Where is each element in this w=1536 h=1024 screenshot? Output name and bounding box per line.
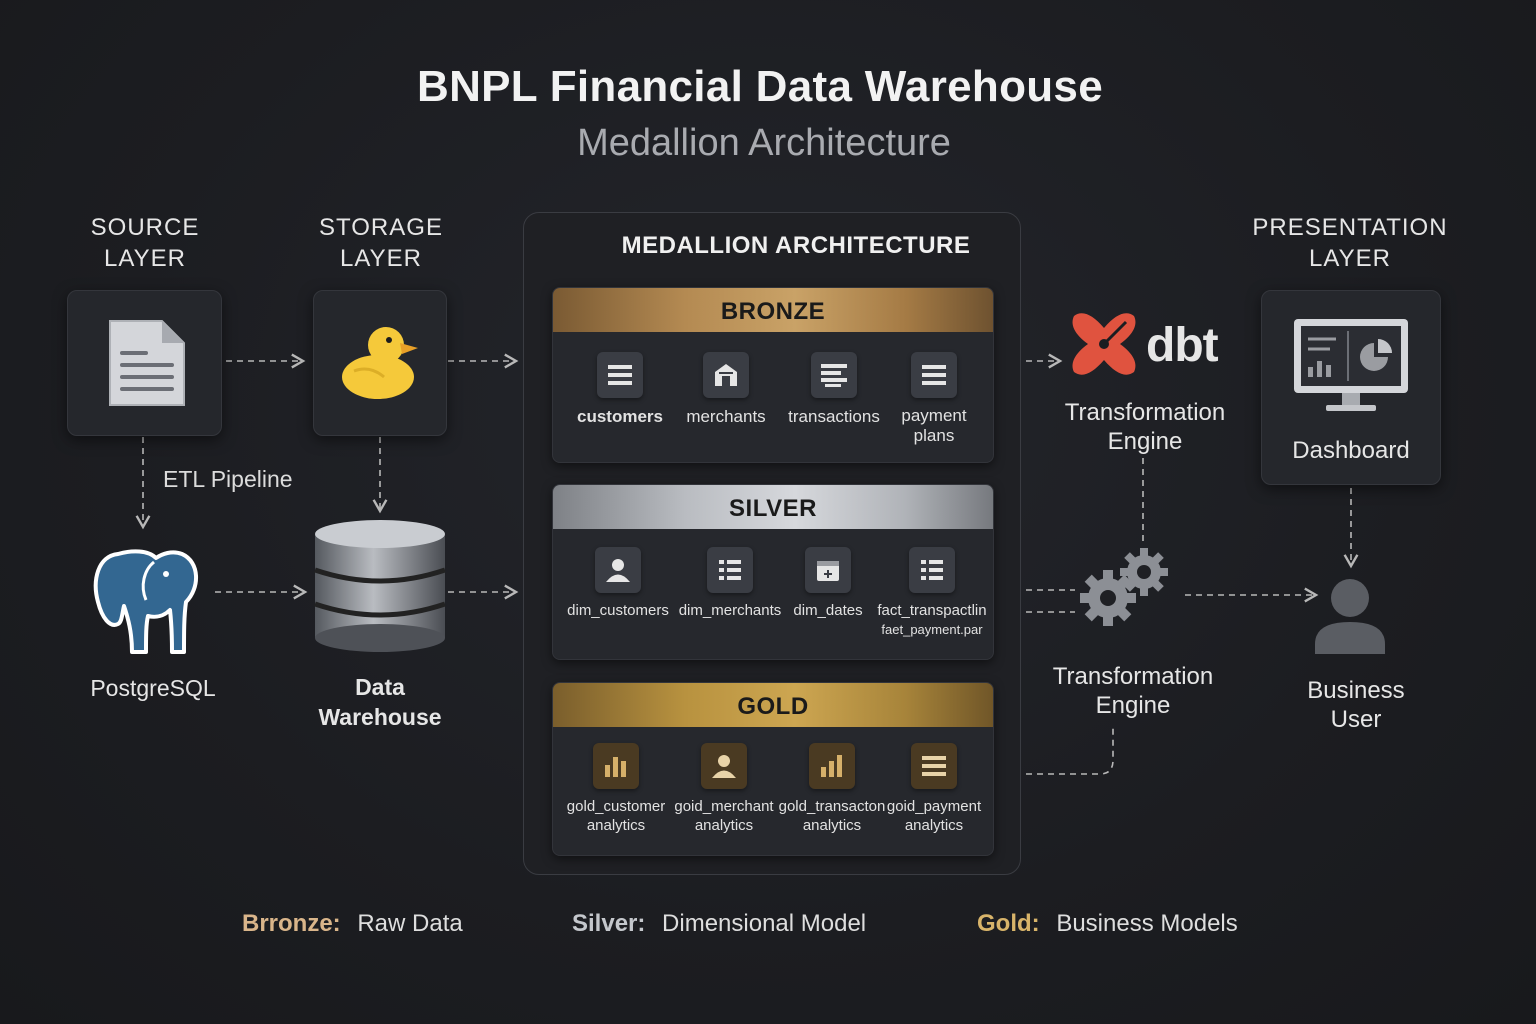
bronze-item-payment-plans[interactable]: payment plans <box>879 352 989 446</box>
postgresql-elephant-icon[interactable] <box>88 540 206 660</box>
data-warehouse-label: Data Warehouse <box>318 674 442 730</box>
list-icon <box>911 352 957 398</box>
list-icon <box>707 547 753 593</box>
duck-icon <box>338 321 422 405</box>
dbt-logo-icon[interactable] <box>1068 308 1140 380</box>
silver-item-dim-merchants[interactable]: dim_merchants <box>675 547 785 620</box>
legend-gold: Gold: Business Models <box>977 910 1238 937</box>
page-title: BNPL Financial Data Warehouse <box>417 62 1103 111</box>
dbt-wordmark: dbt <box>1146 319 1219 372</box>
page-subtitle: Medallion Architecture <box>577 122 951 164</box>
gears-icon[interactable] <box>1078 546 1174 632</box>
medallion-title: MEDALLION ARCHITECTURE <box>621 232 971 259</box>
silver-item-dim-dates[interactable]: dim_dates <box>773 547 883 620</box>
duckdb-card[interactable] <box>313 290 447 436</box>
gold-item-transaction-analytics[interactable]: gold_transacton analytics <box>777 743 887 835</box>
list-icon <box>909 547 955 593</box>
transformation-engine-top-label: Transformation Engine <box>1064 399 1226 455</box>
silver-band: SILVER <box>553 485 993 529</box>
storage-layer-heading: STORAGE LAYER <box>319 214 443 272</box>
source-file-card[interactable] <box>67 290 222 436</box>
gold-band: GOLD <box>553 683 993 727</box>
legend-bronze: Brronze: Raw Data <box>242 910 463 937</box>
store-icon <box>703 352 749 398</box>
gold-tier: GOLD gold_customer analytics goid_mercha… <box>552 682 994 856</box>
bar-chart-icon <box>593 743 639 789</box>
bronze-item-transactions[interactable]: transactions <box>779 352 889 427</box>
dashboard-card[interactable]: Dashboard <box>1261 290 1441 485</box>
bronze-item-merchants[interactable]: merchants <box>671 352 781 427</box>
bronze-band: BRONZE <box>553 288 993 332</box>
document-icon <box>106 317 186 409</box>
table-icon <box>811 352 857 398</box>
etl-pipeline-label: ETL Pipeline <box>163 466 293 492</box>
database-cylinder-icon[interactable] <box>313 518 447 652</box>
source-layer-heading: SOURCE LAYER <box>90 214 200 272</box>
silver-item-dim-customers[interactable]: dim_customers <box>563 547 673 620</box>
gold-item-payment-analytics[interactable]: goid_payment analytics <box>879 743 989 835</box>
presentation-layer-heading: PRESENTATION LAYER <box>1252 214 1448 272</box>
list-icon <box>911 743 957 789</box>
bar-chart-icon <box>809 743 855 789</box>
gold-item-customer-analytics[interactable]: gold_customer analytics <box>561 743 671 835</box>
dashboard-label: Dashboard <box>1292 437 1410 464</box>
monitor-icon <box>1292 317 1410 421</box>
silver-tier: SILVER dim_customers dim_merchants dim_d… <box>552 484 994 660</box>
gold-item-merchant-analytics[interactable]: goid_merchant analytics <box>669 743 779 835</box>
transformation-engine-bottom-label: Transformation Engine <box>1052 663 1214 719</box>
calendar-icon <box>805 547 851 593</box>
silver-item-fact-tables[interactable]: fact_transpactlin faet_payment.par <box>877 547 987 639</box>
business-user-icon[interactable] <box>1313 578 1387 654</box>
postgresql-label: PostgreSQL <box>90 675 216 701</box>
user-icon <box>595 547 641 593</box>
list-icon <box>597 352 643 398</box>
business-user-label: Business User <box>1307 677 1405 733</box>
bronze-item-customers[interactable]: customers <box>565 352 675 427</box>
bronze-tier: BRONZE customers merchants transactions … <box>552 287 994 463</box>
user-icon <box>701 743 747 789</box>
legend-silver: Silver: Dimensional Model <box>572 910 867 937</box>
